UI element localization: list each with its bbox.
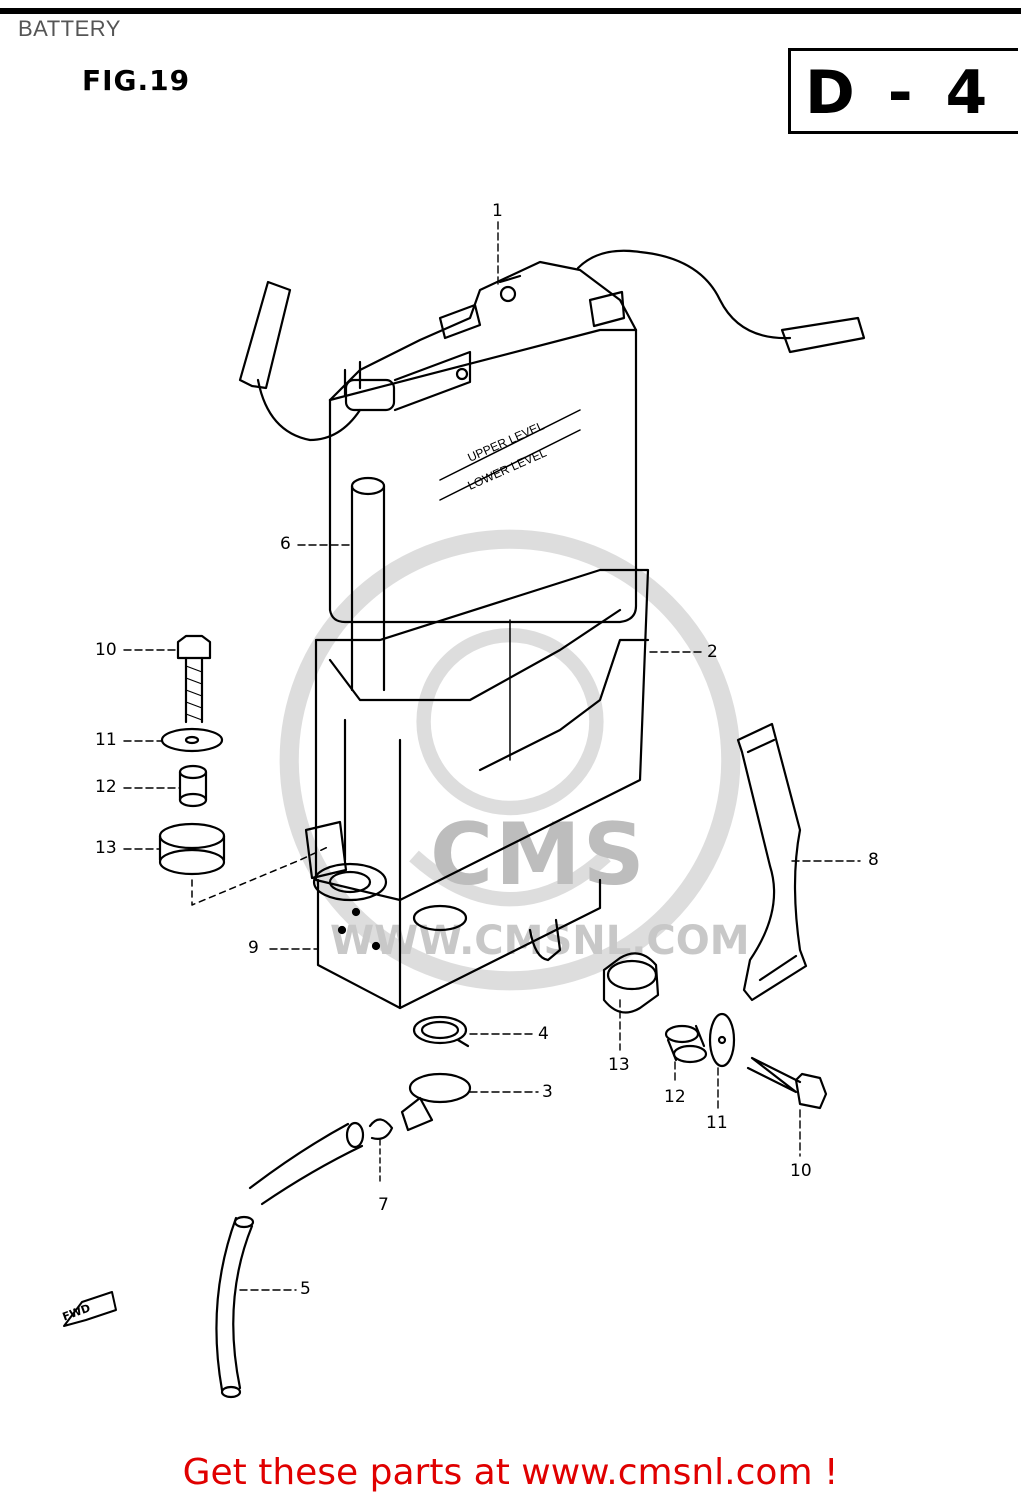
callout-10-left: 10	[95, 640, 117, 660]
clip-part	[368, 1118, 394, 1186]
callout-7: 7	[378, 1195, 389, 1215]
callout-13-left: 13	[95, 838, 117, 858]
callout-12-left: 12	[95, 777, 117, 797]
callout-9: 9	[248, 938, 259, 958]
section-code: D - 4	[805, 58, 994, 128]
figure-label: FIG.19	[82, 64, 191, 97]
left-mounting-hardware	[158, 634, 331, 906]
callout-11-left: 11	[95, 730, 117, 750]
callout-10-right: 10	[790, 1161, 812, 1181]
overflow-tube-part	[215, 1121, 365, 1399]
callout-11-right: 11	[706, 1113, 728, 1133]
callout-12-right: 12	[664, 1087, 686, 1107]
watermark-brand: CMS	[430, 805, 647, 905]
callout-8: 8	[868, 850, 879, 870]
battery-holder-part	[304, 820, 602, 1010]
callout-13-right: 13	[608, 1055, 630, 1075]
battery-leads	[238, 249, 866, 442]
battery-band-part	[736, 722, 808, 1002]
callout-6: 6	[280, 534, 291, 554]
battery-case-part	[314, 568, 650, 902]
page-heading: BATTERY	[18, 16, 121, 41]
top-border-rule	[0, 8, 1021, 14]
clamp-part	[412, 1015, 470, 1048]
right-mounting-hardware	[602, 952, 828, 1110]
section-code-box	[788, 48, 1018, 134]
callout-1: 1	[492, 201, 503, 221]
callout-5: 5	[300, 1279, 311, 1299]
fitting-part	[400, 1072, 472, 1132]
callout-2: 2	[707, 642, 718, 662]
callout-3: 3	[542, 1082, 553, 1102]
get-parts-link[interactable]: Get these parts at www.cmsnl.com !	[182, 1452, 839, 1493]
callout-4: 4	[538, 1024, 549, 1044]
fwd-arrow-icon	[63, 1291, 117, 1327]
breather-tube-part	[350, 476, 386, 692]
leader-lines	[123, 221, 861, 1291]
battery-part: UPPER LEVEL LOWER LEVEL	[328, 260, 638, 624]
